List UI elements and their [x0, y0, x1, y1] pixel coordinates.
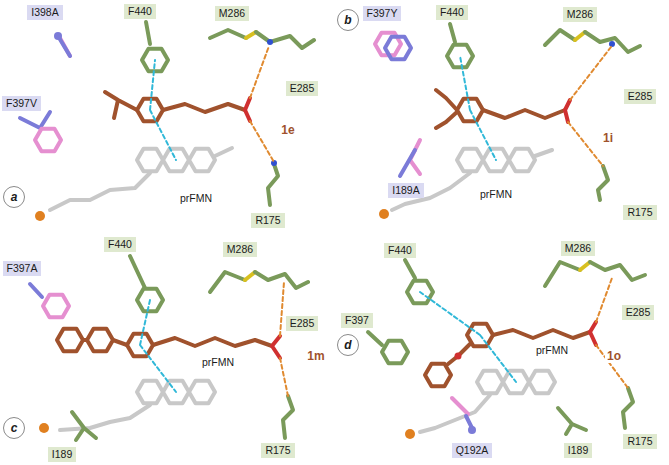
mutant-residue-label: I398A	[27, 5, 62, 20]
label-text: F440	[108, 238, 132, 251]
mutant-residue-label: F397V	[2, 96, 41, 111]
label-text: I189	[568, 444, 588, 457]
label-text: I189	[52, 448, 72, 461]
label-text: M286	[227, 243, 253, 256]
cofactor-label: prFMN	[478, 188, 514, 201]
residue-label: F397	[341, 313, 373, 328]
panel-letter: a	[3, 186, 25, 208]
label-text: F397A	[7, 262, 38, 275]
residue-label: R175	[623, 434, 656, 449]
residue-label: M286	[215, 6, 249, 21]
label-text: R175	[265, 444, 290, 457]
ligand-label: 1m	[305, 349, 326, 363]
label-text: F397Y	[367, 7, 398, 20]
label-text: F440	[128, 5, 152, 18]
residue-label: F440	[104, 237, 136, 252]
label-text: F397V	[6, 97, 37, 110]
residue-label: I189	[48, 447, 76, 462]
label-text: F397	[345, 314, 369, 327]
residue-label: E285	[286, 81, 319, 96]
cofactor-label: prFMN	[200, 356, 236, 369]
mutant-residue-label: F397Y	[363, 6, 402, 21]
residue-label: M286	[223, 242, 257, 257]
label-text: M286	[565, 242, 591, 255]
ligand-label: 1e	[279, 123, 296, 137]
residue-label: I189	[564, 443, 592, 458]
label-text: I189A	[392, 184, 419, 197]
mutant-residue-label: I189A	[388, 183, 423, 198]
label-text: E285	[290, 82, 315, 95]
label-text: E285	[290, 317, 315, 330]
mutant-residue-label: Q192A	[452, 443, 493, 458]
residue-label: F440	[384, 243, 416, 258]
residue-label: R175	[623, 205, 656, 220]
residue-label: M286	[563, 7, 597, 22]
label-text: E285	[628, 90, 653, 103]
label-text: d	[344, 339, 351, 352]
label-text: b	[344, 14, 351, 27]
panel-letter: d	[337, 334, 359, 356]
residue-label: E285	[622, 305, 655, 320]
ligand-label: 1o	[605, 349, 623, 363]
panel-letter: c	[3, 417, 25, 439]
label-text: R175	[627, 206, 652, 219]
residue-label: R175	[251, 213, 284, 228]
residue-label: F440	[436, 5, 468, 20]
residue-label: E285	[286, 316, 319, 331]
residue-label: M286	[561, 241, 595, 256]
mutant-residue-label: F397A	[3, 261, 42, 276]
panel-letter: b	[337, 9, 359, 31]
label-text: R175	[255, 214, 280, 227]
cofactor-label: prFMN	[534, 344, 570, 357]
label-text: a	[11, 191, 18, 204]
ligand-label: 1i	[601, 131, 615, 145]
label-text: c	[11, 422, 18, 435]
label-text: F440	[440, 6, 464, 19]
label-text: I398A	[31, 6, 58, 19]
label-text: R175	[627, 435, 652, 448]
residue-label: E285	[624, 89, 657, 104]
label-text: Q192A	[456, 444, 489, 457]
residue-label: F440	[124, 4, 156, 19]
label-text: F440	[388, 244, 412, 257]
label-text: M286	[219, 7, 245, 20]
label-text: M286	[567, 8, 593, 21]
label-text: E285	[626, 306, 651, 319]
cofactor-label: prFMN	[178, 192, 214, 205]
residue-label: R175	[261, 443, 294, 458]
